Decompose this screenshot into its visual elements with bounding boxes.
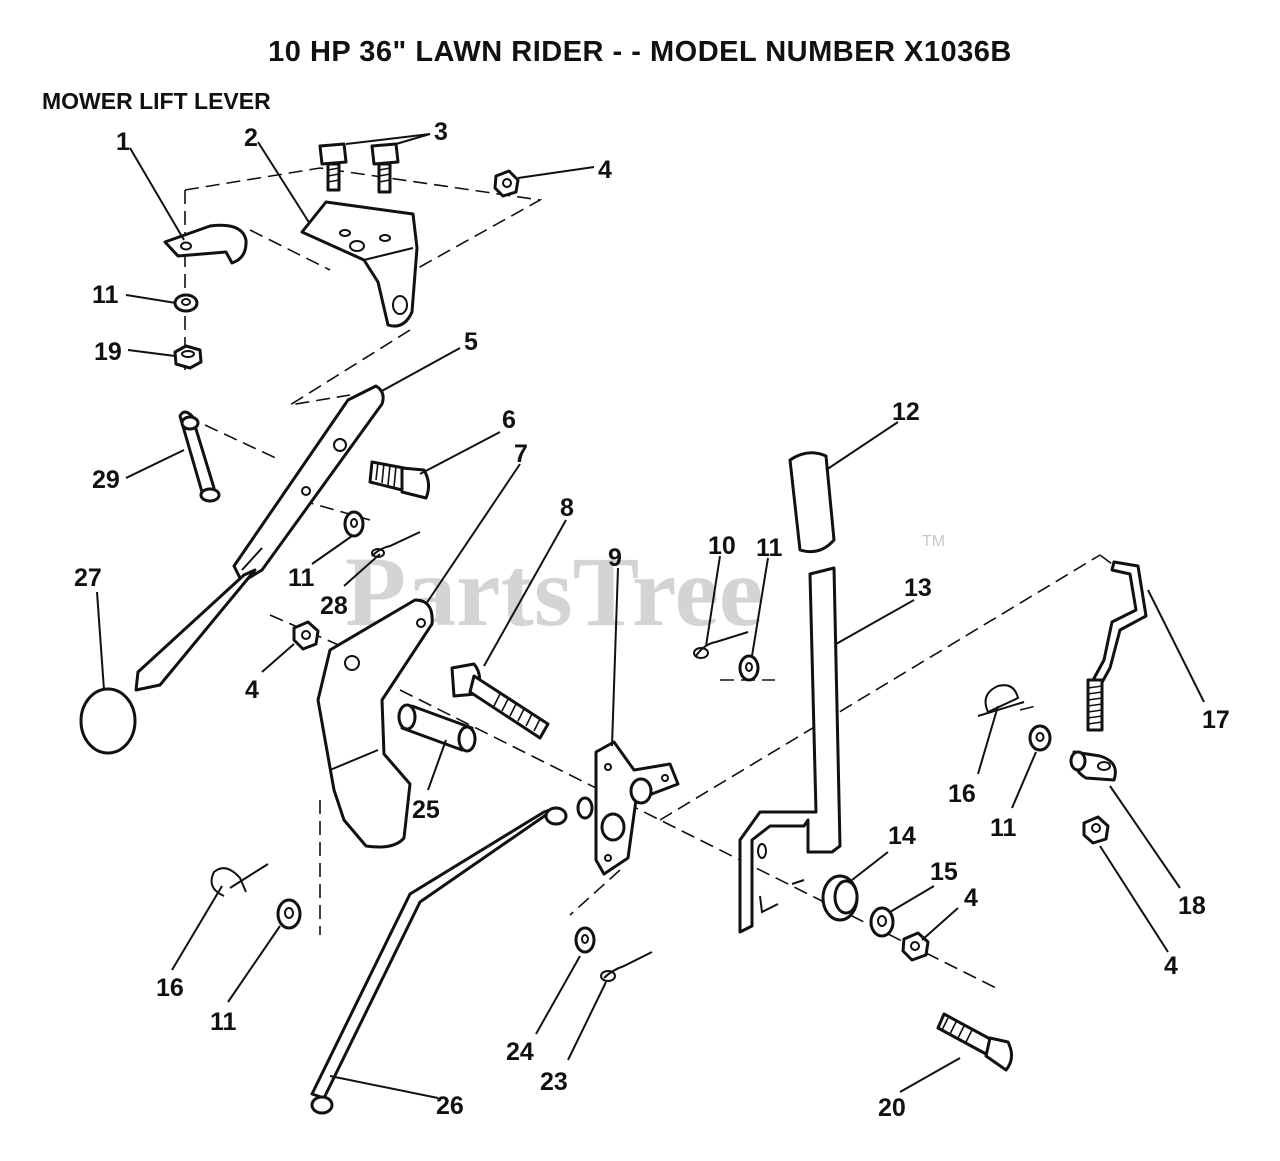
part-tube-spacer xyxy=(397,703,477,753)
callout-12: 12 xyxy=(892,398,920,426)
callout-24: 24 xyxy=(506,1038,534,1066)
callout-15: 15 xyxy=(930,858,958,886)
part-long-bolt xyxy=(450,662,550,740)
part-main-lever xyxy=(738,566,842,934)
part-lever-plate xyxy=(576,740,680,876)
callout-11-left: 11 xyxy=(288,564,315,592)
callout-14: 14 xyxy=(888,822,916,850)
callout-26: 26 xyxy=(436,1092,464,1120)
callout-4-right: 4 xyxy=(1164,952,1178,980)
part-hairpin-16b xyxy=(210,863,269,897)
part-bolts-pair xyxy=(318,142,400,194)
part-bracket xyxy=(300,200,419,328)
part-long-rod xyxy=(310,806,568,1115)
callout-29: 29 xyxy=(92,466,120,494)
callout-16-right: 16 xyxy=(948,780,976,808)
part-washer-15 xyxy=(869,906,895,938)
callout-18: 18 xyxy=(1178,892,1206,920)
part-nut-center xyxy=(901,931,930,962)
callout-8: 8 xyxy=(560,494,574,522)
part-swivel xyxy=(1069,750,1117,782)
part-nut-right xyxy=(1082,815,1110,845)
part-clip xyxy=(163,223,248,265)
callout-27: 27 xyxy=(74,564,102,592)
callout-labels: 1 2 3 4 11 19 5 6 29 7 8 9 10 11 12 13 2… xyxy=(74,118,1230,1122)
callout-17: 17 xyxy=(1202,706,1230,734)
callout-13: 13 xyxy=(904,574,932,602)
callout-16-left: 16 xyxy=(156,974,184,1002)
part-spacer xyxy=(173,344,203,370)
callout-20: 20 xyxy=(878,1094,906,1122)
callout-6: 6 xyxy=(502,406,516,434)
callout-25: 25 xyxy=(412,796,440,824)
callout-5: 5 xyxy=(464,328,478,356)
callout-7: 7 xyxy=(514,440,528,468)
callout-1: 1 xyxy=(116,128,130,156)
callout-11-mid: 11 xyxy=(756,534,783,562)
part-link-rod xyxy=(178,410,221,503)
callout-11-top: 11 xyxy=(92,281,119,309)
part-bushing xyxy=(821,874,859,922)
part-nut-top xyxy=(493,169,520,198)
callout-3: 3 xyxy=(434,118,448,146)
leader-lines xyxy=(96,133,1205,1099)
callout-10: 10 xyxy=(708,532,736,560)
part-washer-3 xyxy=(738,654,760,682)
part-bolt-20 xyxy=(936,1012,1013,1072)
callout-9: 9 xyxy=(608,544,622,572)
callout-11-bottom: 11 xyxy=(210,1008,237,1036)
part-spring-rod xyxy=(1086,560,1148,732)
callout-4-top: 4 xyxy=(598,156,612,184)
part-lift-arm xyxy=(134,384,385,692)
part-knob xyxy=(79,687,137,755)
part-washer-2 xyxy=(343,510,365,538)
callout-28: 28 xyxy=(320,592,348,620)
section-title: MOWER LIFT LEVER xyxy=(42,88,271,114)
part-handle-grip xyxy=(788,451,836,554)
part-washer-5 xyxy=(276,898,302,930)
callout-19: 19 xyxy=(94,338,122,366)
part-washer-24 xyxy=(574,926,596,954)
part-hairpin-16a xyxy=(977,684,1025,717)
callout-2: 2 xyxy=(244,124,258,152)
part-nut-left xyxy=(292,620,320,651)
callout-4-left: 4 xyxy=(245,676,259,704)
callout-11-right: 11 xyxy=(990,814,1017,842)
page-title: 10 HP 36" LAWN RIDER - - MODEL NUMBER X1… xyxy=(268,36,1012,68)
callout-4-center: 4 xyxy=(964,884,978,912)
part-washer-4 xyxy=(1028,724,1052,752)
part-cotter-pin-23 xyxy=(600,951,653,982)
part-washer-1 xyxy=(173,293,199,313)
watermark-trademark: TM xyxy=(922,533,945,550)
part-shoulder-bolt xyxy=(368,460,431,500)
callout-23: 23 xyxy=(540,1068,568,1096)
